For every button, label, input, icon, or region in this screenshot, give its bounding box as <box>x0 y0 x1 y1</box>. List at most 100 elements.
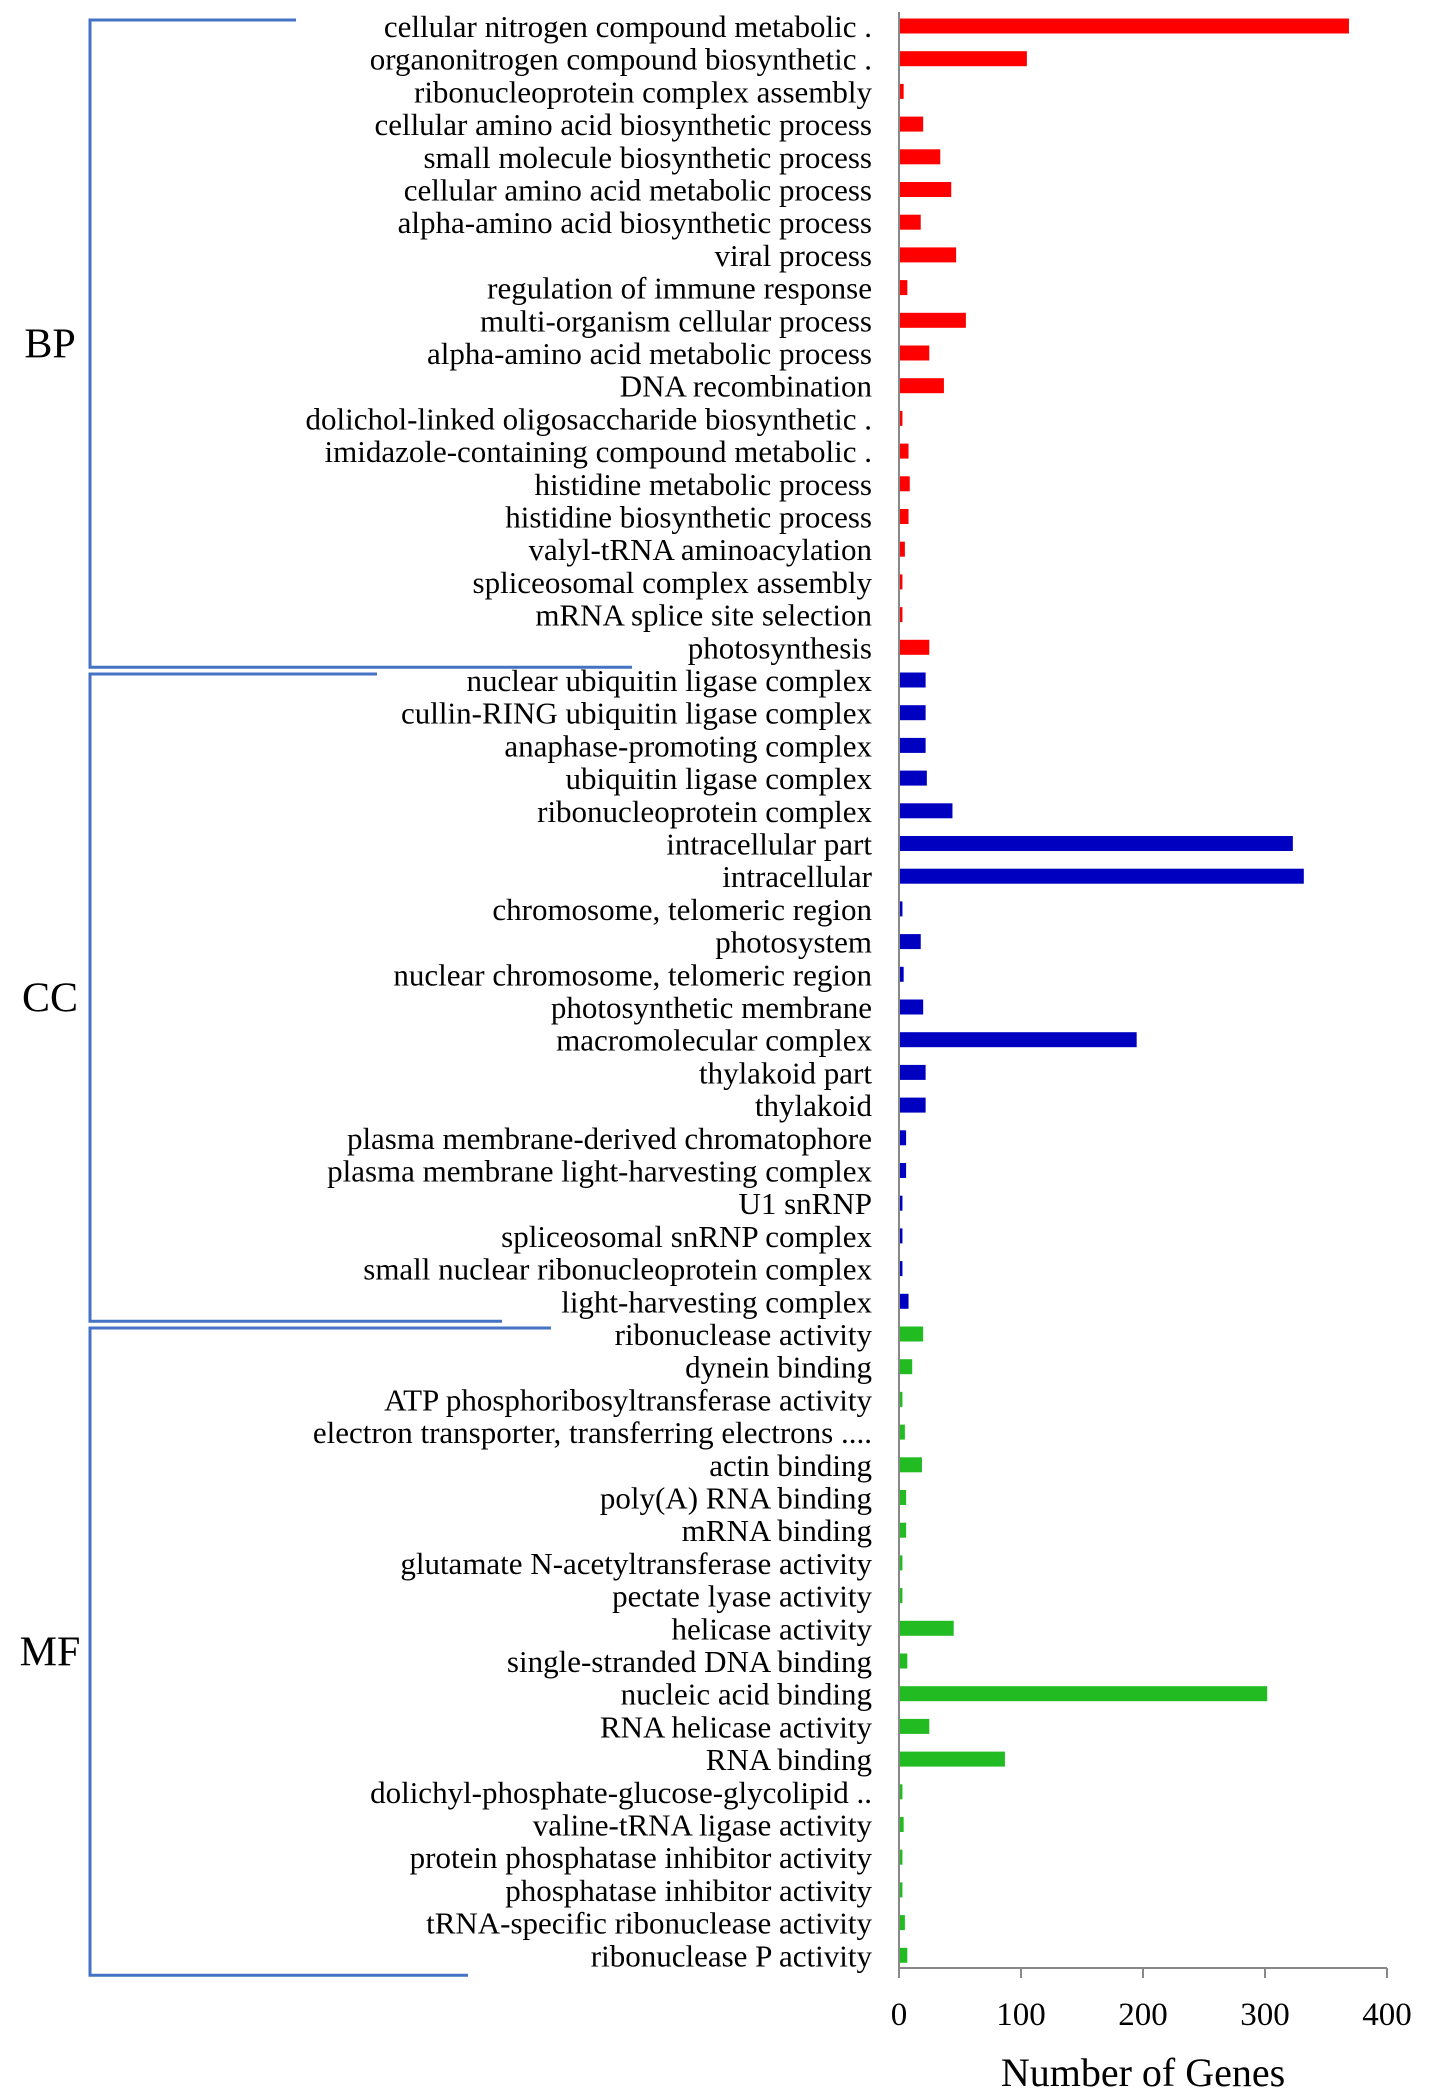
category-label: tRNA-specific ribonuclease activity <box>426 1906 872 1941</box>
bar <box>900 737 926 753</box>
category-label: light-harvesting complex <box>561 1284 872 1319</box>
category-label: valine-tRNA ligase activity <box>533 1808 873 1843</box>
category-label: chromosome, telomeric region <box>492 892 872 927</box>
bar <box>900 410 903 426</box>
category-label: helicase activity <box>671 1611 872 1646</box>
bar <box>900 672 926 688</box>
category-label: ribonuclease P activity <box>591 1938 873 1973</box>
category-label: single-stranded DNA binding <box>507 1644 872 1679</box>
bar <box>900 607 903 623</box>
bar <box>900 1424 905 1440</box>
bar <box>900 1032 1137 1048</box>
x-tick-label: 300 <box>1240 1997 1290 2033</box>
category-label: organonitrogen compound biosynthetic . <box>370 42 872 77</box>
bar <box>900 836 1293 851</box>
group-labels: BP CC MF <box>20 322 81 1676</box>
bar <box>900 443 909 459</box>
bar <box>900 999 924 1015</box>
category-label: histidine metabolic process <box>535 467 872 502</box>
group-brackets <box>88 18 632 1977</box>
group-label: BP <box>24 322 75 368</box>
category-label: plasma membrane light-harvesting complex <box>327 1154 872 1189</box>
bar <box>900 18 1349 34</box>
bar <box>900 149 941 165</box>
category-label: macromolecular complex <box>556 1023 872 1058</box>
category-label: small molecule biosynthetic process <box>423 140 872 175</box>
bar <box>900 247 957 263</box>
bar <box>900 1915 905 1931</box>
category-label: small nuclear ribonucleoprotein complex <box>363 1252 872 1287</box>
category-label: dolichyl-phosphate-glucose-glycolipid .. <box>370 1775 872 1810</box>
bar <box>900 934 921 950</box>
category-label: ribonuclease activity <box>615 1317 873 1352</box>
category-label: DNA recombination <box>620 369 873 404</box>
bar <box>900 1163 907 1178</box>
bar <box>900 280 908 296</box>
category-label: poly(A) RNA binding <box>600 1481 872 1516</box>
category-label: cellular nitrogen compound metabolic . <box>384 9 872 44</box>
bar <box>900 1293 909 1309</box>
group-bracket <box>88 672 502 1323</box>
bar <box>900 1261 903 1277</box>
category-label: valyl-tRNA aminoacylation <box>528 532 872 567</box>
bar <box>900 803 953 819</box>
category-label: cullin-RING ubiquitin ligase complex <box>401 696 872 731</box>
category-label: alpha-amino acid metabolic process <box>427 336 872 371</box>
category-label: U1 snRNP <box>738 1186 872 1221</box>
bar <box>900 51 1027 67</box>
category-label: spliceosomal snRNP complex <box>501 1219 872 1254</box>
bar <box>900 1620 954 1636</box>
category-label: glutamate N-acetyltransferase activity <box>400 1546 872 1581</box>
category-label: spliceosomal complex assembly <box>473 565 873 600</box>
x-tick-label: 200 <box>1118 1997 1168 2033</box>
category-label: anaphase-promoting complex <box>504 728 872 763</box>
bar <box>900 639 930 655</box>
bar <box>900 541 905 557</box>
category-label: ATP phosphoribosyltransferase activity <box>384 1382 872 1417</box>
category-label: nuclear chromosome, telomeric region <box>393 957 872 992</box>
bar <box>900 1817 904 1832</box>
bar <box>900 1391 903 1407</box>
bar <box>900 476 910 492</box>
category-label: thylakoid <box>755 1088 873 1123</box>
bar <box>900 1686 1268 1702</box>
category-label: ribonucleoprotein complex <box>537 794 872 829</box>
category-label: ubiquitin ligase complex <box>565 761 872 796</box>
category-label: actin binding <box>709 1448 872 1483</box>
bar <box>900 509 909 524</box>
bar <box>900 1555 903 1571</box>
bar <box>900 1326 924 1342</box>
category-label: phosphatase inhibitor activity <box>505 1873 872 1908</box>
category-label: cellular amino acid biosynthetic process <box>374 107 872 142</box>
bar <box>900 1130 907 1146</box>
bar <box>900 1882 903 1898</box>
x-tick-label: 0 <box>891 1997 908 2033</box>
bar <box>900 83 904 99</box>
group-label: CC <box>22 976 78 1022</box>
bar <box>900 182 952 197</box>
bar <box>900 214 921 230</box>
bar <box>900 1195 903 1211</box>
bar <box>900 901 903 917</box>
bar <box>900 1718 930 1734</box>
group-label: MF <box>20 1630 81 1676</box>
category-label: dynein binding <box>685 1350 872 1385</box>
group-bracket <box>88 1326 551 1977</box>
bar <box>900 116 924 132</box>
bar <box>900 705 926 721</box>
bar <box>900 345 930 361</box>
category-label: mRNA binding <box>682 1513 872 1548</box>
category-label: viral process <box>714 238 872 273</box>
category-label: thylakoid part <box>699 1055 872 1090</box>
category-label: dolichol-linked oligosaccharide biosynth… <box>306 401 872 436</box>
x-tick-label: 100 <box>996 1997 1046 2033</box>
bar <box>900 378 944 394</box>
category-label: multi-organism cellular process <box>480 303 872 338</box>
x-axis <box>898 12 1387 1969</box>
bar <box>900 770 927 786</box>
bar <box>900 1751 1005 1767</box>
x-axis-title: Number of Genes <box>1001 2050 1285 2095</box>
category-labels: cellular nitrogen compound metabolic .or… <box>306 9 873 1973</box>
